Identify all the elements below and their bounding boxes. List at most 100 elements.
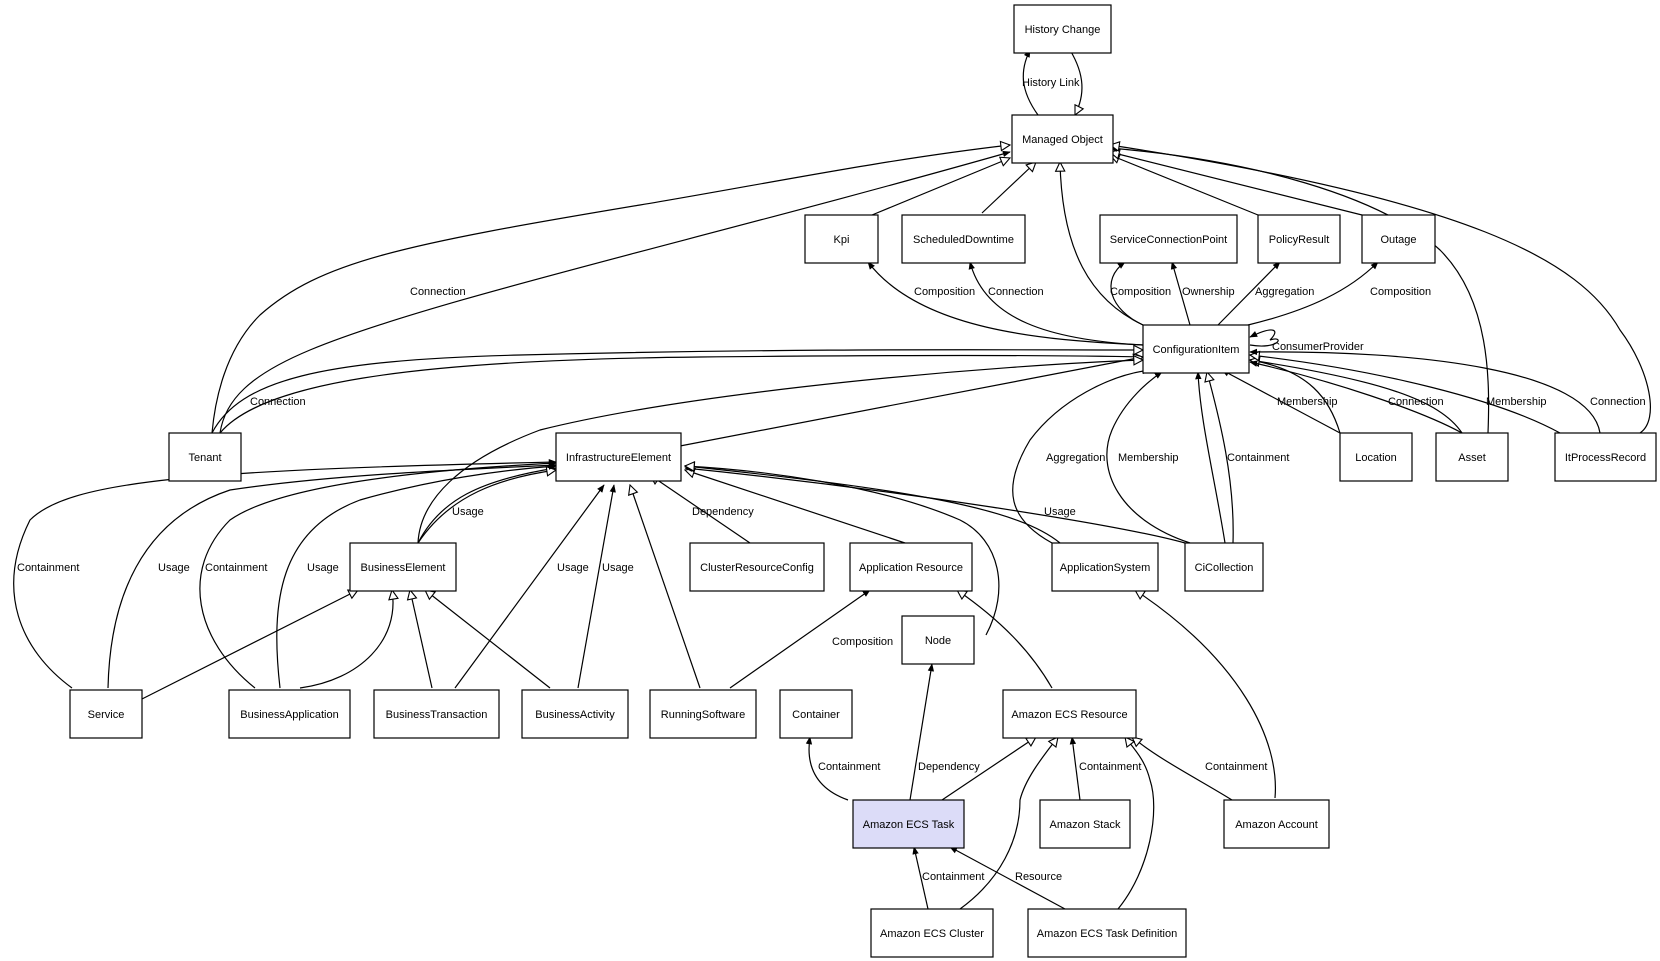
- node-it-process-record[interactable]: ItProcessRecord: [1554, 432, 1657, 482]
- edge-label-scp-composition: Composition: [1110, 286, 1171, 298]
- node-running-software[interactable]: RunningSoftware: [649, 689, 757, 739]
- edge-label-kpi-composition: Composition: [914, 286, 975, 298]
- node-label-amazon-ecs-task-definition: Amazon ECS Task Definition: [1037, 928, 1177, 940]
- edge-label-cicoll-usage: Usage: [1044, 506, 1076, 518]
- edge-ci-outage-composition: [1247, 261, 1379, 326]
- node-outage[interactable]: Outage: [1361, 214, 1436, 264]
- edge-appres-ie: [685, 470, 906, 544]
- node-label-configuration-item: ConfigurationItem: [1153, 344, 1240, 356]
- edge-label-taskdef-task-resource: Resource: [1015, 871, 1062, 883]
- node-business-element[interactable]: BusinessElement: [349, 542, 457, 592]
- edge-label-consumer-provider: ConsumerProvider: [1272, 341, 1364, 353]
- node-label-kpi: Kpi: [834, 234, 850, 246]
- node-label-business-element: BusinessElement: [361, 562, 446, 574]
- node-scheduled-downtime[interactable]: ScheduledDowntime: [901, 214, 1026, 264]
- node-service[interactable]: Service: [69, 689, 143, 739]
- node-amazon-ecs-task-definition[interactable]: Amazon ECS Task Definition: [1027, 908, 1187, 958]
- node-service-connection-point[interactable]: ServiceConnectionPoint: [1099, 214, 1238, 264]
- edge-appsys-ci-aggregation: [1012, 367, 1151, 544]
- node-label-service-connection-point: ServiceConnectionPoint: [1110, 234, 1227, 246]
- edge-label-service-containment: Containment: [17, 562, 79, 574]
- edge-tenant-managed-object: [211, 145, 1010, 434]
- edge-task-ecsres: [941, 737, 1036, 801]
- edge-label-cicoll-membership: Membership: [1118, 452, 1179, 464]
- edge-ci-pr-aggregation: [1217, 261, 1281, 326]
- node-application-system[interactable]: ApplicationSystem: [1051, 542, 1159, 592]
- node-label-history-change: History Change: [1025, 24, 1101, 36]
- node-history-change[interactable]: History Change: [1013, 4, 1112, 54]
- edge-cicoll-ci-membership: [1106, 371, 1191, 544]
- node-policy-result[interactable]: PolicyResult: [1257, 214, 1341, 264]
- node-amazon-stack[interactable]: Amazon Stack: [1039, 799, 1131, 849]
- edge-ci-scp-composition: [1110, 261, 1144, 326]
- node-label-policy-result: PolicyResult: [1269, 234, 1330, 246]
- edge-btrans-ie-usage: [454, 484, 605, 689]
- node-asset[interactable]: Asset: [1435, 432, 1509, 482]
- edge-label-history-link: History Link: [1022, 77, 1080, 89]
- edge-label-cluster-dependency: Dependency: [692, 506, 754, 518]
- edge-cluster-ecsres: [959, 737, 1058, 910]
- node-amazon-account[interactable]: Amazon Account: [1223, 799, 1330, 849]
- node-label-business-transaction: BusinessTransaction: [386, 709, 488, 721]
- node-label-location: Location: [1355, 452, 1397, 464]
- edge-outage-managed-object: [1110, 152, 1363, 216]
- edge-node-ie: [685, 466, 1000, 636]
- edge-scheduled-downtime-managed-object: [981, 162, 1036, 214]
- edge-itpr-ci: [1250, 355, 1561, 434]
- edge-policy-result-managed-object: [1110, 155, 1259, 216]
- node-label-asset: Asset: [1458, 452, 1486, 464]
- edge-label-outage-composition: Composition: [1370, 286, 1431, 298]
- edge-ecsres-appres: [957, 590, 1053, 689]
- node-label-application-resource: Application Resource: [859, 562, 963, 574]
- node-managed-object[interactable]: Managed Object: [1011, 114, 1114, 164]
- node-business-transaction[interactable]: BusinessTransaction: [373, 689, 500, 739]
- node-business-application[interactable]: BusinessApplication: [228, 689, 351, 739]
- edge-label-bact-usage: Usage: [602, 562, 634, 574]
- node-node[interactable]: Node: [901, 615, 975, 665]
- node-amazon-ecs-task[interactable]: Amazon ECS Task: [852, 799, 965, 849]
- edge-task-node: [909, 663, 935, 801]
- edge-account-ecsres: [1132, 737, 1233, 801]
- edge-rs-appres-composition: [729, 589, 871, 689]
- node-label-amazon-stack: Amazon Stack: [1050, 819, 1121, 831]
- node-infrastructure-element[interactable]: InfrastructureElement: [555, 432, 682, 482]
- node-label-tenant: Tenant: [188, 452, 221, 464]
- node-configuration-item[interactable]: ConfigurationItem: [1142, 324, 1250, 374]
- node-label-container: Container: [792, 709, 840, 721]
- edge-stack-ecsres: [1069, 736, 1081, 801]
- node-label-amazon-ecs-cluster: Amazon ECS Cluster: [880, 928, 984, 940]
- node-business-activity[interactable]: BusinessActivity: [521, 689, 629, 739]
- node-label-scheduled-downtime: ScheduledDowntime: [913, 234, 1014, 246]
- node-application-resource[interactable]: Application Resource: [849, 542, 973, 592]
- node-amazon-ecs-resource[interactable]: Amazon ECS Resource: [1002, 689, 1137, 739]
- node-ci-collection[interactable]: CiCollection: [1184, 542, 1264, 592]
- node-location[interactable]: Location: [1339, 432, 1413, 482]
- node-amazon-ecs-cluster[interactable]: Amazon ECS Cluster: [870, 908, 994, 958]
- edge-kpi-managed-object: [871, 158, 1010, 216]
- edge-taskdef-task-resource: [949, 846, 1066, 910]
- edges: [13, 49, 1651, 910]
- nodes: History Change Managed Object Kpi Schedu…: [69, 4, 1657, 958]
- edge-label-sd-connection: Connection: [988, 286, 1044, 298]
- edge-label-scp-ownership: Ownership: [1182, 286, 1235, 298]
- edge-label-asset-connection: Connection: [1388, 396, 1444, 408]
- edge-be-ie: [417, 470, 556, 544]
- edge-btrans-be: [410, 590, 433, 689]
- edge-cicoll-ci-containment-a: [1195, 371, 1226, 544]
- node-cluster-resource-config[interactable]: ClusterResourceConfig: [689, 542, 825, 592]
- edge-ci-sd-connection: [968, 261, 1144, 346]
- edge-label-bapp-usage: Usage: [307, 562, 339, 574]
- edge-label-location-membership: Membership: [1277, 396, 1338, 408]
- edge-location-ci: [1250, 360, 1341, 434]
- edge-cicoll-ie-usage: [684, 465, 1186, 544]
- node-tenant[interactable]: Tenant: [168, 432, 242, 482]
- node-label-ci-collection: CiCollection: [1195, 562, 1254, 574]
- node-kpi[interactable]: Kpi: [804, 214, 879, 264]
- node-container[interactable]: Container: [779, 689, 853, 739]
- node-label-business-application: BusinessApplication: [240, 709, 338, 721]
- node-label-managed-object: Managed Object: [1022, 134, 1103, 146]
- edge-label-cicoll-containment: Containment: [1227, 452, 1289, 464]
- edge-ci-consumer-provider: [1249, 329, 1279, 347]
- edge-label-account-containment: Containment: [1205, 761, 1267, 773]
- edge-tenant-ci: [211, 350, 1143, 434]
